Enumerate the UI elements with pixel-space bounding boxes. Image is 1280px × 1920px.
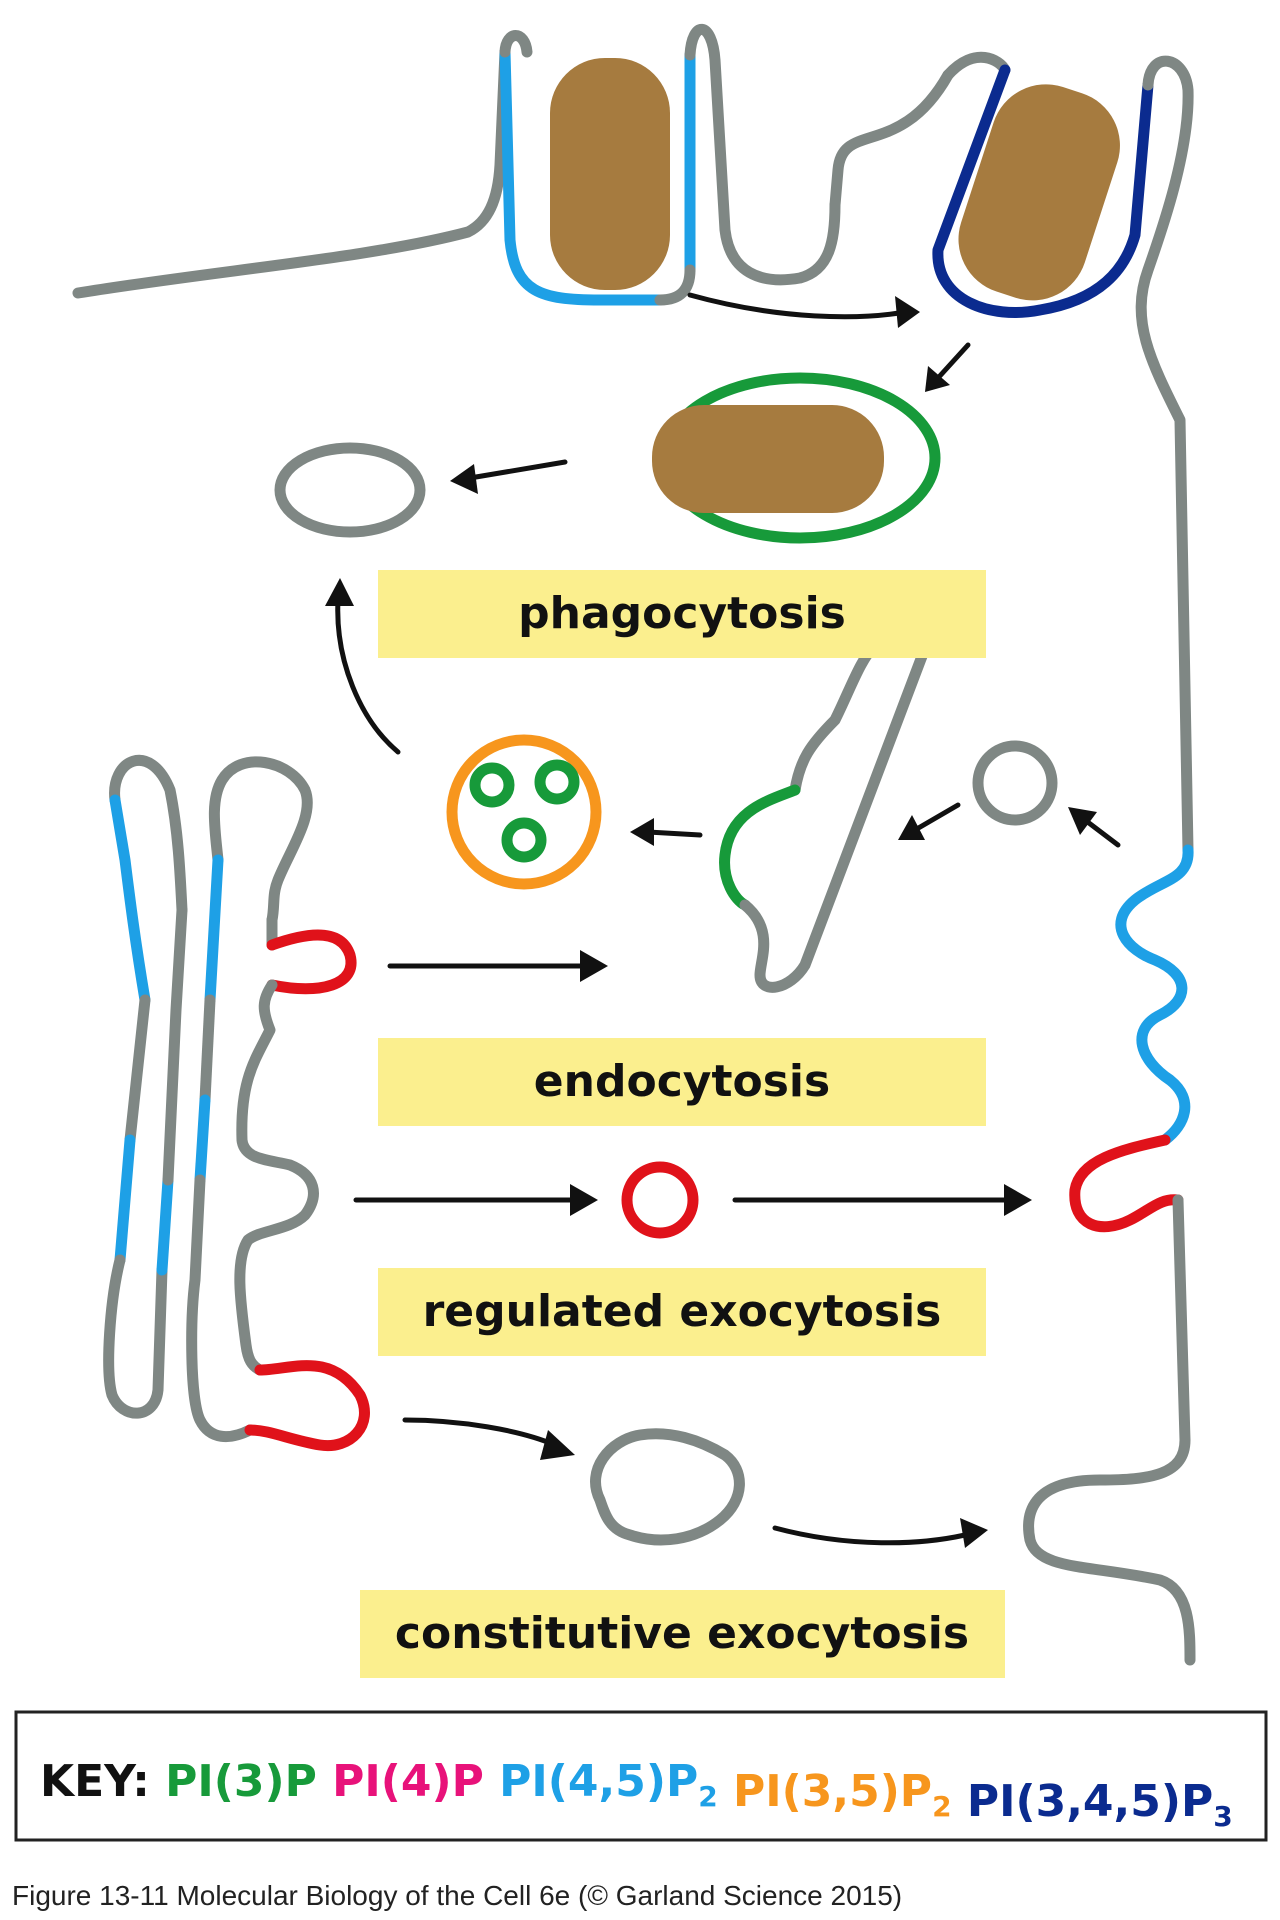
key-item-5-subscript: 3	[1213, 1800, 1232, 1833]
label-endocytosis-text: endocytosis	[534, 1056, 830, 1107]
label-endocytosis: endocytosis	[378, 1038, 986, 1126]
key-item-1: PI(3)P	[165, 1756, 317, 1807]
arrow-tgn-to-constitutive-vesicle	[402, 1417, 575, 1460]
golgi-cisterna-2-top	[208, 756, 313, 926]
phagocytic-cup-1-tip-left	[499, 30, 533, 58]
golgi-cisterna-2-pip2-b	[194, 1094, 211, 1186]
golgi-cisterna-2-mid	[199, 994, 216, 1106]
golgi-cisterna-1-mid	[124, 994, 151, 1146]
plasma-membrane-right-upper	[1135, 55, 1194, 856]
intraluminal-vesicle-1	[469, 762, 515, 808]
golgi-cisterna-1-pip2-b	[114, 1134, 136, 1266]
secretory-vesicle	[621, 1161, 699, 1239]
arrow-tgn-to-endosome	[387, 950, 608, 982]
label-regulated-exocytosis: regulated exocytosis	[378, 1268, 986, 1356]
phagosome-cargo	[652, 405, 884, 513]
arrow-mvb-to-lysosome	[325, 578, 401, 755]
plasma-membrane-left	[72, 46, 511, 299]
arrow-secretory-vesicle-to-membrane	[732, 1184, 1032, 1216]
phagocytic-cup-2-top-left	[829, 69, 954, 211]
golgi-cisterna-1-bottom	[103, 1254, 168, 1419]
tgn-constitutive-bud	[244, 1360, 370, 1452]
arrow-tgn-to-secretory-vesicle	[353, 1184, 598, 1216]
label-constitutive-exocytosis-text: constitutive exocytosis	[395, 1608, 969, 1659]
arrow-phagosome-to-lysosome	[450, 459, 568, 494]
tgn-middle	[234, 979, 319, 1376]
label-regulated-exocytosis-text: regulated exocytosis	[423, 1286, 942, 1337]
plasma-membrane-right-lower	[1023, 1194, 1196, 1666]
key-item-3: PI(4,5)P	[484, 1756, 698, 1807]
phagocytic-cup-2-tip-left	[942, 51, 1011, 81]
key-item-4-subscript: 2	[932, 1790, 951, 1823]
phagocytic-cargo-2	[958, 84, 1120, 301]
multivesicular-body	[446, 734, 602, 890]
label-constitutive-exocytosis: constitutive exocytosis	[360, 1590, 1005, 1678]
early-endosome-lower	[739, 629, 936, 993]
golgi-cisterna-2-pip2-a	[204, 854, 224, 1006]
phagocytic-cargo-1	[550, 58, 670, 290]
membrane-between-cups	[684, 24, 841, 286]
arrow-cup-to-cup	[687, 292, 920, 328]
arrow-membrane-to-vesicle	[1068, 807, 1121, 848]
arrow-vesicle-to-endosome	[898, 802, 961, 840]
key-item-3-subscript: 2	[698, 1780, 717, 1813]
lysosome-vesicle	[274, 442, 426, 538]
label-phagocytosis: phagocytosis	[378, 570, 986, 658]
tgn-endocytic-bud	[266, 929, 357, 995]
arrow-endosome-to-mvb	[630, 818, 703, 846]
arrow-cup-to-phagosome	[925, 342, 971, 392]
key-title: KEY:	[40, 1756, 150, 1807]
regulated-exocytosis-fusion-site	[1069, 1134, 1184, 1233]
key-item-2: PI(4)P	[317, 1756, 484, 1807]
early-endosome-pi3p-domain	[719, 784, 801, 911]
intraluminal-vesicle-2	[534, 759, 580, 805]
golgi-cisterna-1-inner	[162, 904, 188, 1186]
key-box	[14, 1710, 1268, 1842]
intraluminal-vesicle-3	[501, 817, 547, 863]
phagocytic-cup-1-outer	[499, 46, 666, 306]
key-legend: KEY: PI(3)P PI(4)P PI(4,5)P2 PI(3,5)P2 P…	[14, 1710, 1268, 1842]
phagocytic-cup-1-base	[654, 264, 696, 306]
phagocytic-cup-2-rim	[932, 64, 1154, 318]
arrow-constitutive-vesicle-to-membrane	[772, 1518, 988, 1548]
key-item-4: PI(3,5)P	[718, 1766, 932, 1817]
golgi-cisterna-2-bottom	[186, 1174, 256, 1443]
key-item-5: PI(3,4,5)P	[952, 1776, 1214, 1827]
golgi-apparatus	[103, 754, 370, 1452]
pathway-arrows	[325, 292, 1121, 1548]
golgi-cisterna-1-pip2-a	[109, 794, 151, 1006]
golgi-cisterna-1-top	[109, 754, 188, 916]
label-phagocytosis-text: phagocytosis	[518, 588, 846, 639]
golgi-cisterna-1-pip2-c	[156, 1174, 174, 1276]
key-line: KEY: PI(3)P PI(4)P PI(4,5)P2 PI(3,5)P2 P…	[40, 1756, 1233, 1833]
constitutive-vesicle	[590, 1428, 745, 1546]
figure-caption: Figure 13-11 Molecular Biology of the Ce…	[12, 1880, 902, 1911]
pip2-enriched-plasma-membrane	[1115, 844, 1194, 1146]
endocytic-vesicle	[972, 740, 1058, 826]
plasma-membrane	[72, 24, 1196, 1666]
